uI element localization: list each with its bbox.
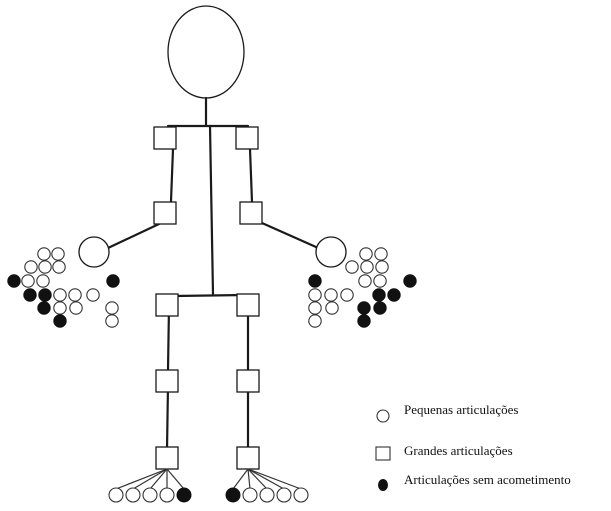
left-hand-small-joint xyxy=(25,261,37,273)
right-hand-small-joint xyxy=(346,261,358,273)
legend-unaffected-joint-icon xyxy=(378,479,388,491)
toe-lines xyxy=(116,469,301,489)
left-foot-small-joint xyxy=(177,488,191,502)
left-hand-small-joint xyxy=(106,315,118,327)
right-hand-small-joint xyxy=(360,248,372,260)
toe-connector xyxy=(233,469,248,489)
right-foot-small-joint xyxy=(260,488,274,502)
toe-connector xyxy=(167,469,184,489)
left-hand-small-joint xyxy=(53,261,65,273)
right-shoulder-joint xyxy=(236,127,258,149)
toe-connector xyxy=(248,469,250,489)
skeleton-lines xyxy=(108,98,316,450)
legend-large-joints-label: Grandes articulações xyxy=(404,443,513,458)
left-hand-small-joint xyxy=(54,315,66,327)
legend-small-joint-icon xyxy=(377,410,389,422)
right-hand-small-joint xyxy=(358,302,370,314)
right-foot-small-joint xyxy=(243,488,257,502)
right-knee-joint xyxy=(237,370,259,392)
right-hip-joint xyxy=(237,294,259,316)
right-foot-small-joint xyxy=(277,488,291,502)
left-knee-joint xyxy=(156,370,178,392)
right-hand-small-joint xyxy=(373,289,385,301)
right-hand-small-joint xyxy=(375,248,387,260)
left-shoulder-joint xyxy=(154,127,176,149)
left-ankle-joint xyxy=(156,447,178,469)
left-hand-small-joint xyxy=(38,248,50,260)
left-foot-joints xyxy=(109,488,191,502)
left-hand-small-joint xyxy=(8,275,20,287)
toe-connector xyxy=(116,469,167,489)
right-hand-small-joint xyxy=(358,315,370,327)
left-hand-small-joint xyxy=(107,275,119,287)
left-hand-small-joint xyxy=(54,302,66,314)
legend: Pequenas articulações Grandes articulaçõ… xyxy=(376,402,571,491)
legend-small-joints-label: Pequenas articulações xyxy=(404,402,518,417)
left-hand-small-joint xyxy=(106,302,118,314)
right-hand-small-joint xyxy=(341,289,353,301)
left-wrist-joint xyxy=(79,237,109,267)
left-hand-small-joint xyxy=(69,289,81,301)
left-foot-small-joint xyxy=(126,488,140,502)
left-hand-small-joint xyxy=(39,289,51,301)
right-hand-small-joint xyxy=(374,302,386,314)
right-ankle-joint xyxy=(237,447,259,469)
right-hand-small-joint xyxy=(376,261,388,273)
right-hand-small-joint xyxy=(374,275,386,287)
left-foot-small-joint xyxy=(143,488,157,502)
toe-connector xyxy=(248,469,301,489)
toe-connector xyxy=(248,469,284,489)
right-hand-small-joint xyxy=(404,275,416,287)
right-hand-small-joint xyxy=(326,302,338,314)
right-foot-small-joint xyxy=(226,488,240,502)
right-wrist-joint xyxy=(316,237,346,267)
large-joints xyxy=(154,127,262,469)
right-hand-small-joint xyxy=(309,315,321,327)
left-hand-small-joint xyxy=(54,289,66,301)
right-hand-small-joint xyxy=(359,275,371,287)
right-hand-small-joint xyxy=(309,302,321,314)
right-hand-small-joint xyxy=(325,289,337,301)
left-hand-small-joint xyxy=(39,261,51,273)
right-elbow-joint xyxy=(240,202,262,224)
left-elbow-joint xyxy=(154,202,176,224)
right-foot-joints xyxy=(226,488,308,502)
left-foot-small-joint xyxy=(109,488,123,502)
right-hand-small-joint xyxy=(309,275,321,287)
left-hand-small-joint xyxy=(38,302,50,314)
left-hand-small-joint xyxy=(24,289,36,301)
left-hand-small-joint xyxy=(37,275,49,287)
legend-unaffected-joints-label: Articulações sem acometimento xyxy=(404,472,571,487)
left-hip-joint xyxy=(156,294,178,316)
left-hand-small-joint xyxy=(70,302,82,314)
head xyxy=(168,6,244,98)
right-foot-small-joint xyxy=(294,488,308,502)
left-hand-small-joint xyxy=(87,289,99,301)
legend-large-joint-icon xyxy=(376,447,390,460)
right-hand-small-joint xyxy=(388,289,400,301)
left-hand-small-joint xyxy=(52,248,64,260)
left-foot-small-joint xyxy=(160,488,174,502)
right-hand-small-joint xyxy=(309,289,321,301)
toe-connector xyxy=(133,469,167,489)
right-hand-small-joint xyxy=(361,261,373,273)
left-hand-small-joint xyxy=(22,275,34,287)
